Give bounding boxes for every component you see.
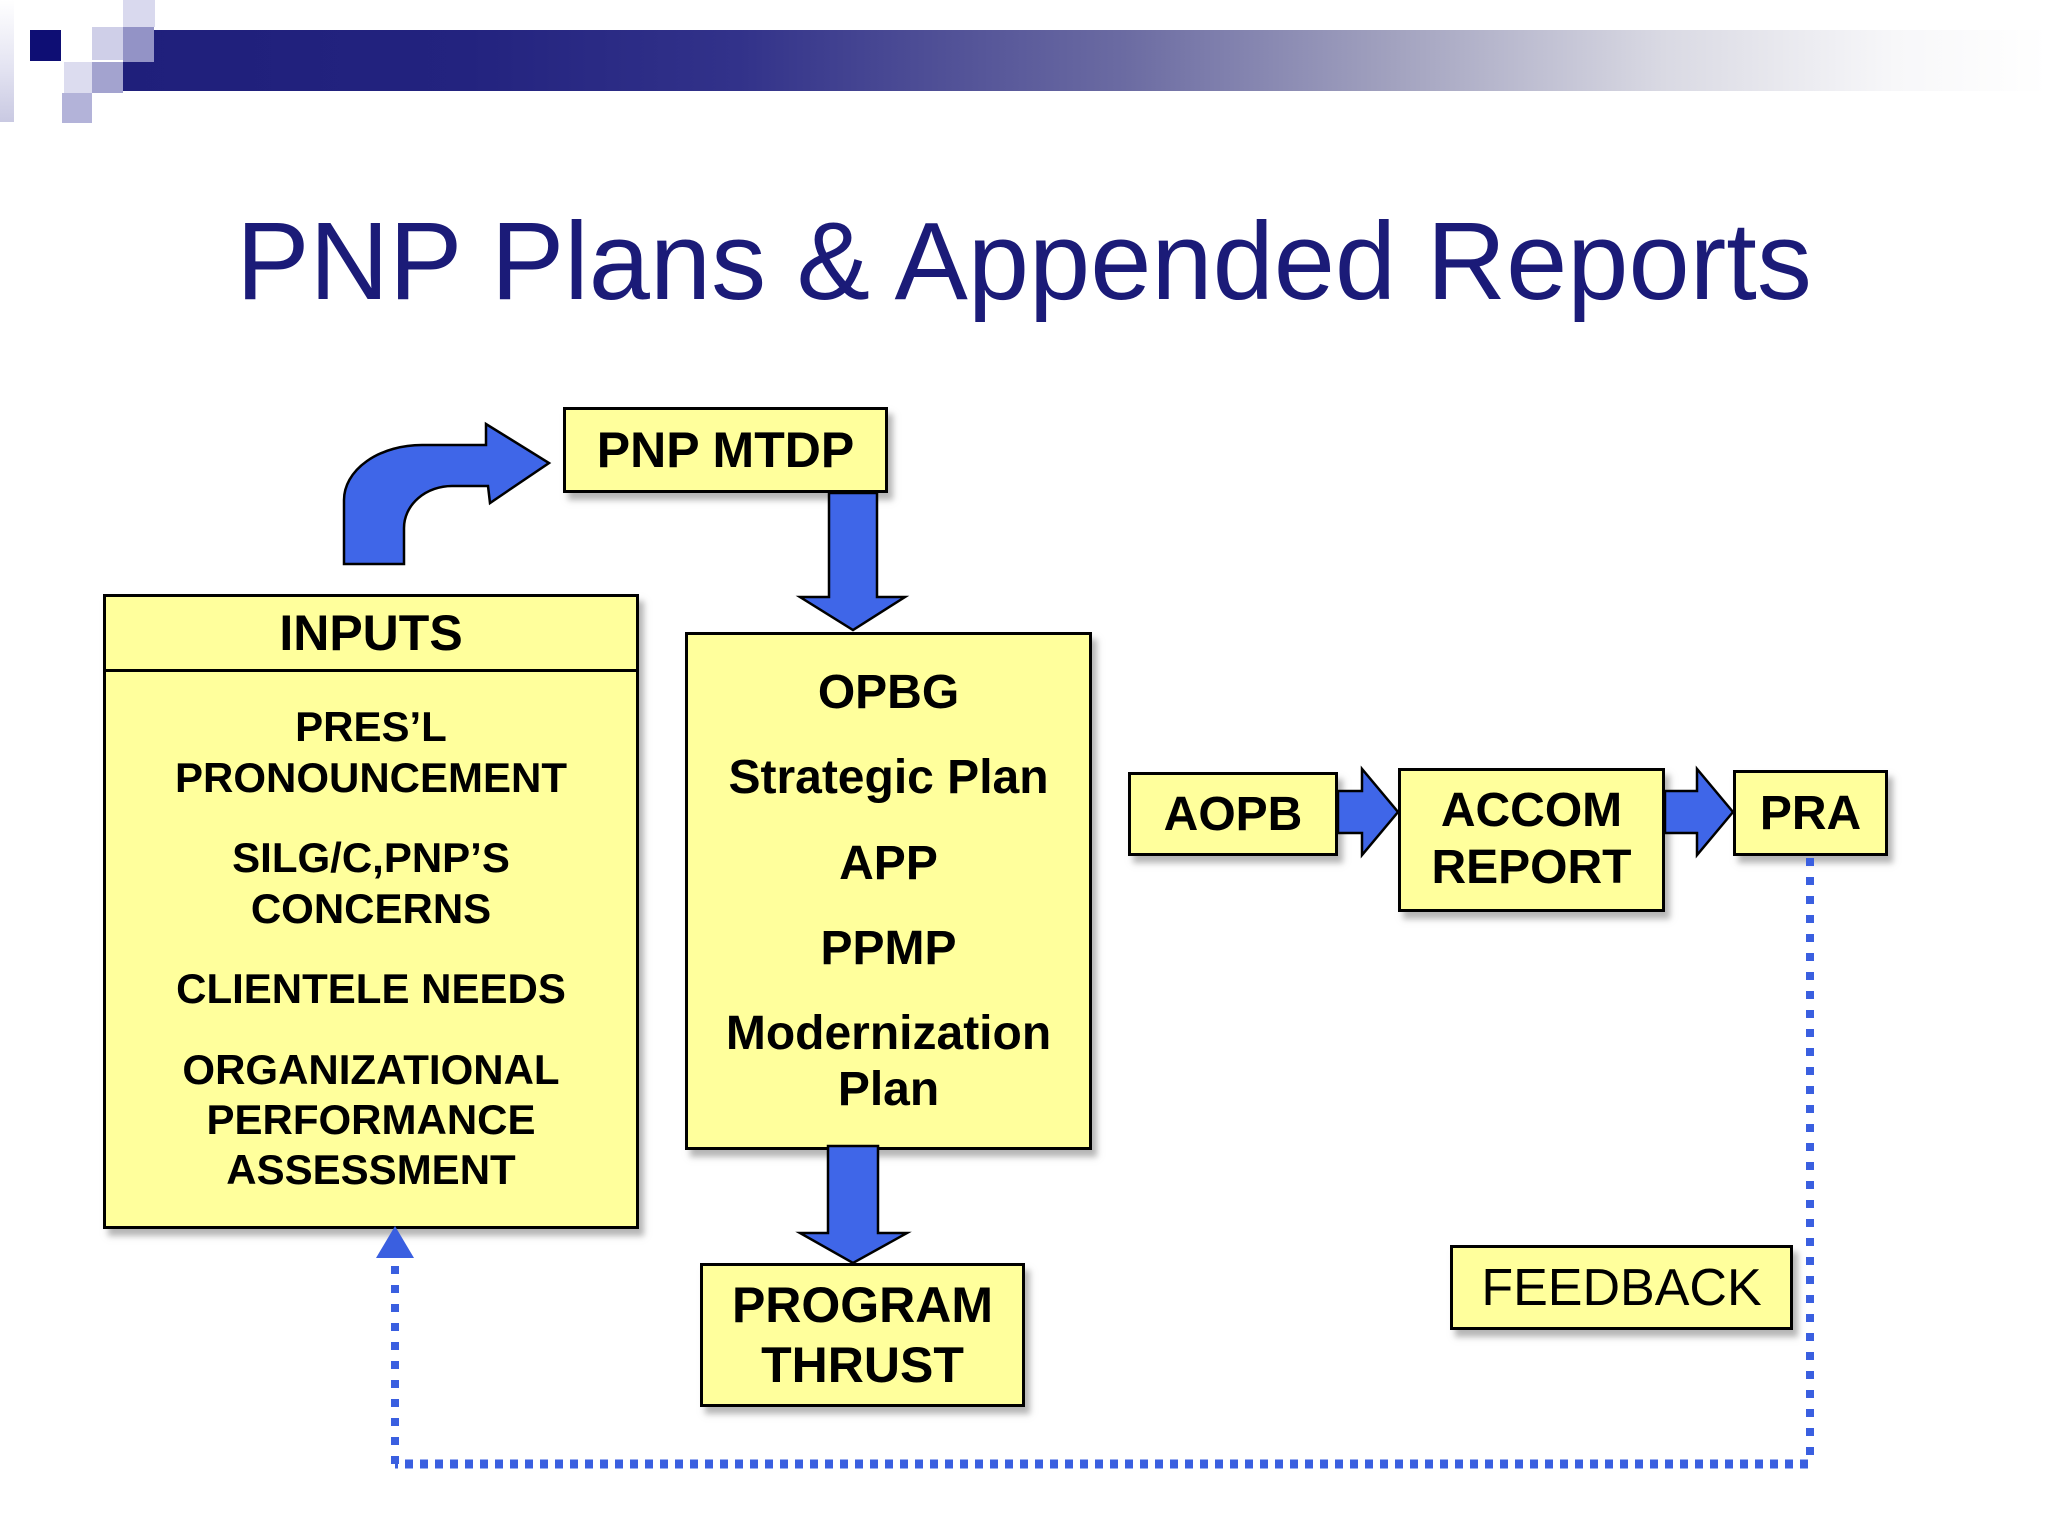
- node-aopb-label: AOPB: [1163, 787, 1303, 841]
- node-inputs: INPUTS PRES’L PRONOUNCEMENT SILG/C,PNP’S…: [103, 594, 639, 1229]
- decor-square: [64, 62, 92, 93]
- node-accom-report-label: ACCOM REPORT: [1431, 784, 1632, 894]
- opbg-item: Strategic Plan: [728, 751, 1049, 805]
- decor-square-navy: [30, 30, 61, 61]
- opbg-item: Modernization Plan: [725, 1007, 1052, 1116]
- decor-square: [123, 27, 154, 62]
- slide-title: PNP Plans & Appended Reports: [236, 200, 1812, 323]
- right-arrow-icon: [1336, 765, 1400, 859]
- node-accom-report: ACCOM REPORT: [1398, 768, 1665, 912]
- inputs-item: CLIENTELE NEEDS: [176, 965, 566, 1013]
- node-feedback-label: FEEDBACK: [1481, 1258, 1762, 1317]
- node-pnp-mtdp: PNP MTDP: [563, 407, 888, 493]
- header-left-strip: [0, 0, 14, 122]
- opbg-item: OPBG: [817, 666, 960, 720]
- feedback-arrowhead-icon: [376, 1226, 414, 1258]
- opbg-item: APP: [839, 836, 938, 890]
- curved-arrow-icon: [342, 421, 552, 566]
- right-arrow-icon: [1663, 765, 1735, 859]
- node-pra-label: PRA: [1759, 786, 1862, 840]
- node-pnp-mtdp-label: PNP MTDP: [596, 422, 855, 478]
- down-arrow-icon: [795, 1144, 912, 1265]
- inputs-body: PRES’L PRONOUNCEMENT SILG/C,PNP’S CONCER…: [106, 672, 636, 1226]
- node-aopb: AOPB: [1128, 772, 1338, 856]
- decor-square: [92, 27, 124, 60]
- inputs-item: ORGANIZATIONAL PERFORMANCE ASSESSMENT: [182, 1045, 560, 1194]
- header-gradient-bar: [123, 30, 2048, 91]
- decor-square: [123, 0, 155, 27]
- node-program-thrust: PROGRAM THRUST: [700, 1263, 1025, 1407]
- inputs-header: INPUTS: [106, 597, 636, 672]
- node-pra: PRA: [1733, 770, 1888, 856]
- opbg-item: PPMP: [820, 922, 957, 976]
- node-opbg: OPBG Strategic Plan APP PPMP Modernizati…: [685, 632, 1092, 1150]
- decor-square: [62, 93, 92, 123]
- down-arrow-icon: [795, 491, 910, 632]
- inputs-item: PRES’L PRONOUNCEMENT: [174, 703, 567, 801]
- decor-square: [92, 62, 123, 93]
- node-program-thrust-label: PROGRAM THRUST: [731, 1277, 994, 1393]
- node-feedback: FEEDBACK: [1450, 1245, 1793, 1330]
- inputs-item: SILG/C,PNP’S CONCERNS: [232, 834, 510, 932]
